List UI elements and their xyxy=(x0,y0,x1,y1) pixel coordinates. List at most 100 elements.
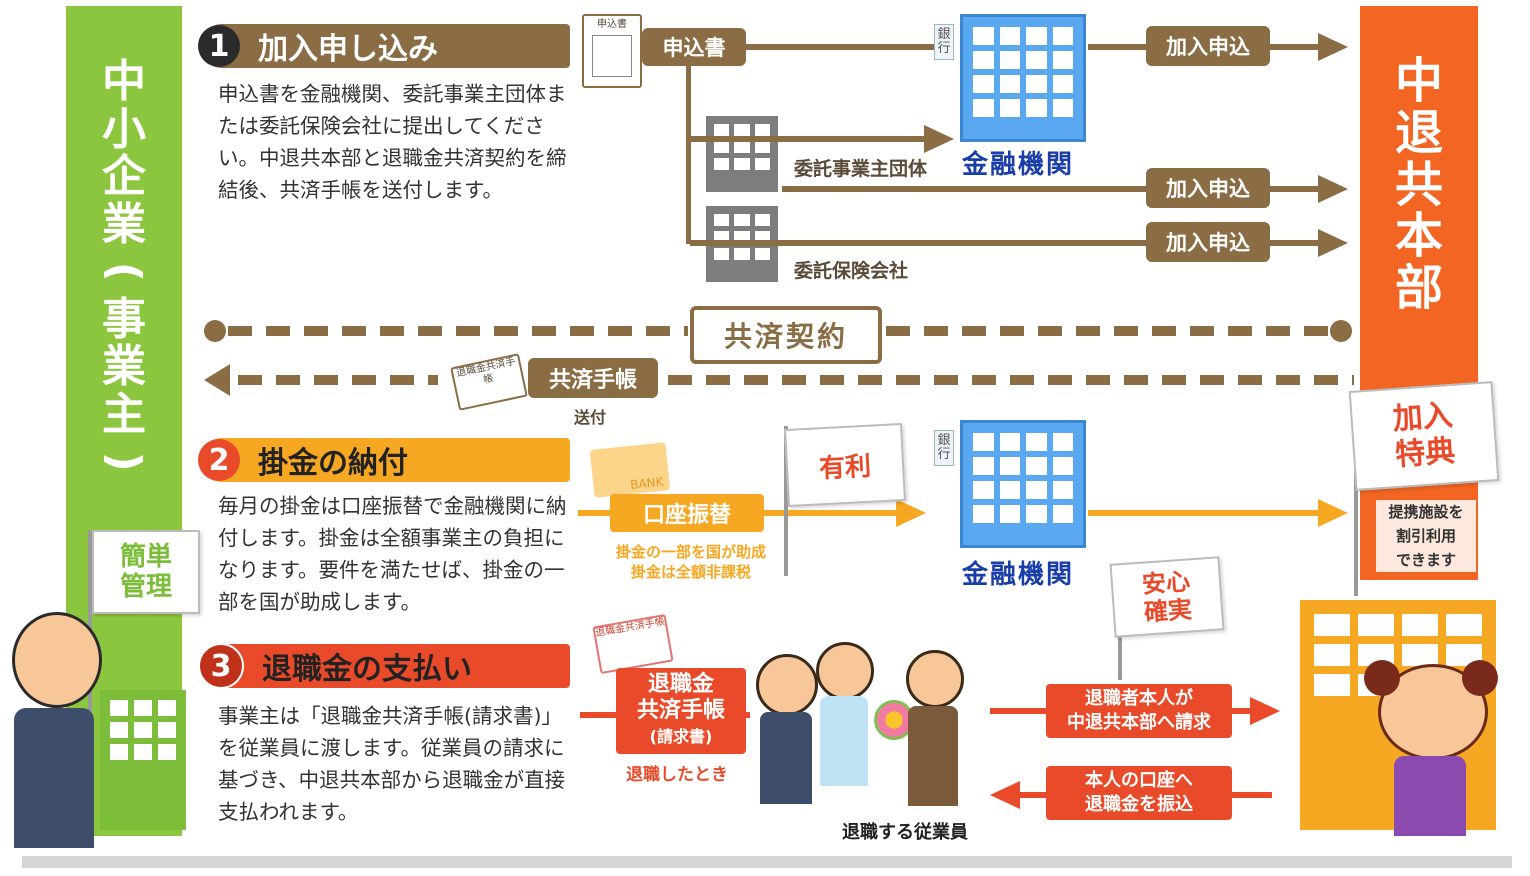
safe-flag-line1: 安心 xyxy=(1141,567,1191,599)
flow1-line-org-to-bank xyxy=(690,136,926,142)
employer-character xyxy=(4,612,104,848)
employer-label-char: 業 xyxy=(102,341,146,393)
arrow-org-to-bank xyxy=(924,125,954,153)
retirement-handbook-line2: 共済手帳 xyxy=(636,698,725,723)
employer-body xyxy=(14,708,94,848)
flow1-line-bank-out xyxy=(1088,44,1148,50)
mascot-body xyxy=(1394,756,1466,836)
apply-label-2: 加入申込 xyxy=(1146,168,1270,208)
benefit-note-line2: 割引利用 xyxy=(1376,524,1476,548)
benefit-flag-line1: 加入 xyxy=(1391,397,1454,438)
retiring-employees-illustration xyxy=(756,642,976,820)
easy-management-flag: 簡単 管理 xyxy=(92,530,200,614)
handbook-label: 共済手帳 xyxy=(528,358,658,398)
safe-flag-line2: 確実 xyxy=(1143,595,1193,627)
employer-label-char: 中 xyxy=(102,56,146,107)
step1-banner: 1 加入申し込み xyxy=(198,24,570,68)
flow1-line-to-bank xyxy=(746,44,936,50)
handbook-dashed-line-right xyxy=(668,375,1354,385)
flow1-line-apply3 xyxy=(1270,240,1320,246)
employer-label-char: 事 xyxy=(102,293,146,345)
employee-head-3 xyxy=(906,650,964,708)
transfer-arrow-to-hq xyxy=(1318,499,1348,527)
step1-title: 加入申し込み xyxy=(258,32,438,67)
safe-reliable-flag: 安心 確実 xyxy=(1109,556,1225,638)
financial-institution-label-2: 金融機関 xyxy=(962,560,1075,590)
application-form-label: 申込書 xyxy=(642,28,746,66)
request-box: 退職者本人が 中退共本部へ請求 xyxy=(1046,684,1232,738)
chutaikyo-label-char: 本 xyxy=(1394,208,1443,265)
contract-dot-left xyxy=(204,320,226,342)
transfer-note-1: 掛金の一部を国が助成 xyxy=(615,543,766,561)
flow1-branch-line xyxy=(686,66,691,244)
handbook-arrowhead xyxy=(204,364,230,396)
step3-number: 3 xyxy=(198,643,244,689)
step1-number: 1 xyxy=(198,25,240,67)
step2-title: 掛金の納付 xyxy=(258,446,408,481)
employer-label: 中小企業(事業主) xyxy=(66,6,182,486)
send-label: 送付 xyxy=(574,408,607,427)
transfer-notes: 掛金の一部を国が助成 掛金は全額非課税 xyxy=(596,542,786,582)
employee-body-1 xyxy=(760,712,812,804)
flow1-line-insurance-out xyxy=(690,240,1148,246)
employer-head xyxy=(12,612,102,708)
step1-description: 申込書を金融機関、委託事業主団体または委託保険会社に提出してください。中退共本部… xyxy=(218,82,567,202)
step3-description: 事業主は「退職金共済手帳(請求書)」を従業員に渡します。従業員の請求に基づき、中… xyxy=(218,704,566,824)
transfer-arrow xyxy=(896,499,926,527)
benefit-flag-line2: 特典 xyxy=(1394,433,1457,474)
employer-org-label: 委託事業主団体 xyxy=(794,158,928,180)
contract-dot-right xyxy=(1330,320,1352,342)
employer-building xyxy=(100,690,186,830)
employer-label-char: ( xyxy=(98,261,150,282)
advantage-flag: 有利 xyxy=(784,422,906,508)
mascot-hair-right xyxy=(1462,660,1498,696)
step3-title: 退職金の支払い xyxy=(262,652,472,687)
bank-label-1: 銀行 xyxy=(934,24,954,60)
employer-label-char: 業 xyxy=(102,198,146,250)
employer-label-char: 主 xyxy=(102,388,146,440)
apply-label-3: 加入申込 xyxy=(1146,222,1270,262)
easy-flag-line1: 簡単 xyxy=(119,542,172,572)
benefit-flag-pole xyxy=(1354,396,1358,596)
step2-number: 2 xyxy=(198,439,240,481)
retirement-handbook-line1: 退職金 xyxy=(647,672,714,697)
benefit-flag: 加入 特典 xyxy=(1348,381,1500,491)
retirement-handbook-card-icon: 退職金共済手帳 xyxy=(592,613,674,675)
handbook-card-icon: 退職金共済手帳 xyxy=(450,353,528,411)
apply-label-1: 加入申込 xyxy=(1146,26,1270,66)
contract-dashed-line-right xyxy=(886,326,1334,336)
employee-body-3 xyxy=(908,706,958,806)
retirement-handbook-box: 退職金 共済手帳 (請求書) xyxy=(616,668,746,754)
contract-dashed-line-left xyxy=(228,326,688,336)
flow1-line-apply2 xyxy=(1270,186,1320,192)
chutaikyo-label-char: 部 xyxy=(1394,260,1443,317)
application-form-icon: 申込書 xyxy=(582,14,642,88)
employer-label-char: 企 xyxy=(102,151,146,203)
benefit-note-line3: できます xyxy=(1376,548,1476,572)
contract-label: 共済契約 xyxy=(690,306,882,364)
insurance-company-label: 委託保険会社 xyxy=(794,260,909,282)
bottom-border xyxy=(22,856,1512,868)
payment-box: 本人の口座へ 退職金を振込 xyxy=(1046,766,1232,820)
bank-card-icon: BANK xyxy=(589,442,671,498)
step2-banner: 2 掛金の納付 xyxy=(198,438,570,482)
employee-head-1 xyxy=(756,654,818,716)
hq-mascot-character xyxy=(1364,660,1498,850)
request-line1: 退職者本人が xyxy=(1085,688,1193,709)
benefit-note-line1: 提携施設を xyxy=(1376,500,1476,524)
chutaikyo-bar: 中退共本部 xyxy=(1360,6,1478,580)
payment-line1: 本人の口座へ xyxy=(1085,770,1193,791)
request-line2: 中退共本部へ請求 xyxy=(1067,712,1211,733)
step3-banner: 3 退職金の支払い xyxy=(198,643,570,689)
arrow-to-hq-2 xyxy=(1318,175,1348,203)
retiring-employee-label: 退職する従業員 xyxy=(842,822,968,843)
transfer-line-to-hq xyxy=(1088,510,1320,516)
employee-body-2 xyxy=(820,696,868,786)
arrow-to-hq-3 xyxy=(1318,229,1348,257)
employer-label-char: 小 xyxy=(102,103,146,155)
transfer-label: 口座振替 xyxy=(610,494,764,532)
transfer-note-2: 掛金は全額非課税 xyxy=(630,563,751,581)
employee-head-2 xyxy=(816,642,874,700)
chutaikyo-label: 中退共本部 xyxy=(1360,6,1478,315)
bank-building-2: 銀行 xyxy=(934,420,1086,548)
